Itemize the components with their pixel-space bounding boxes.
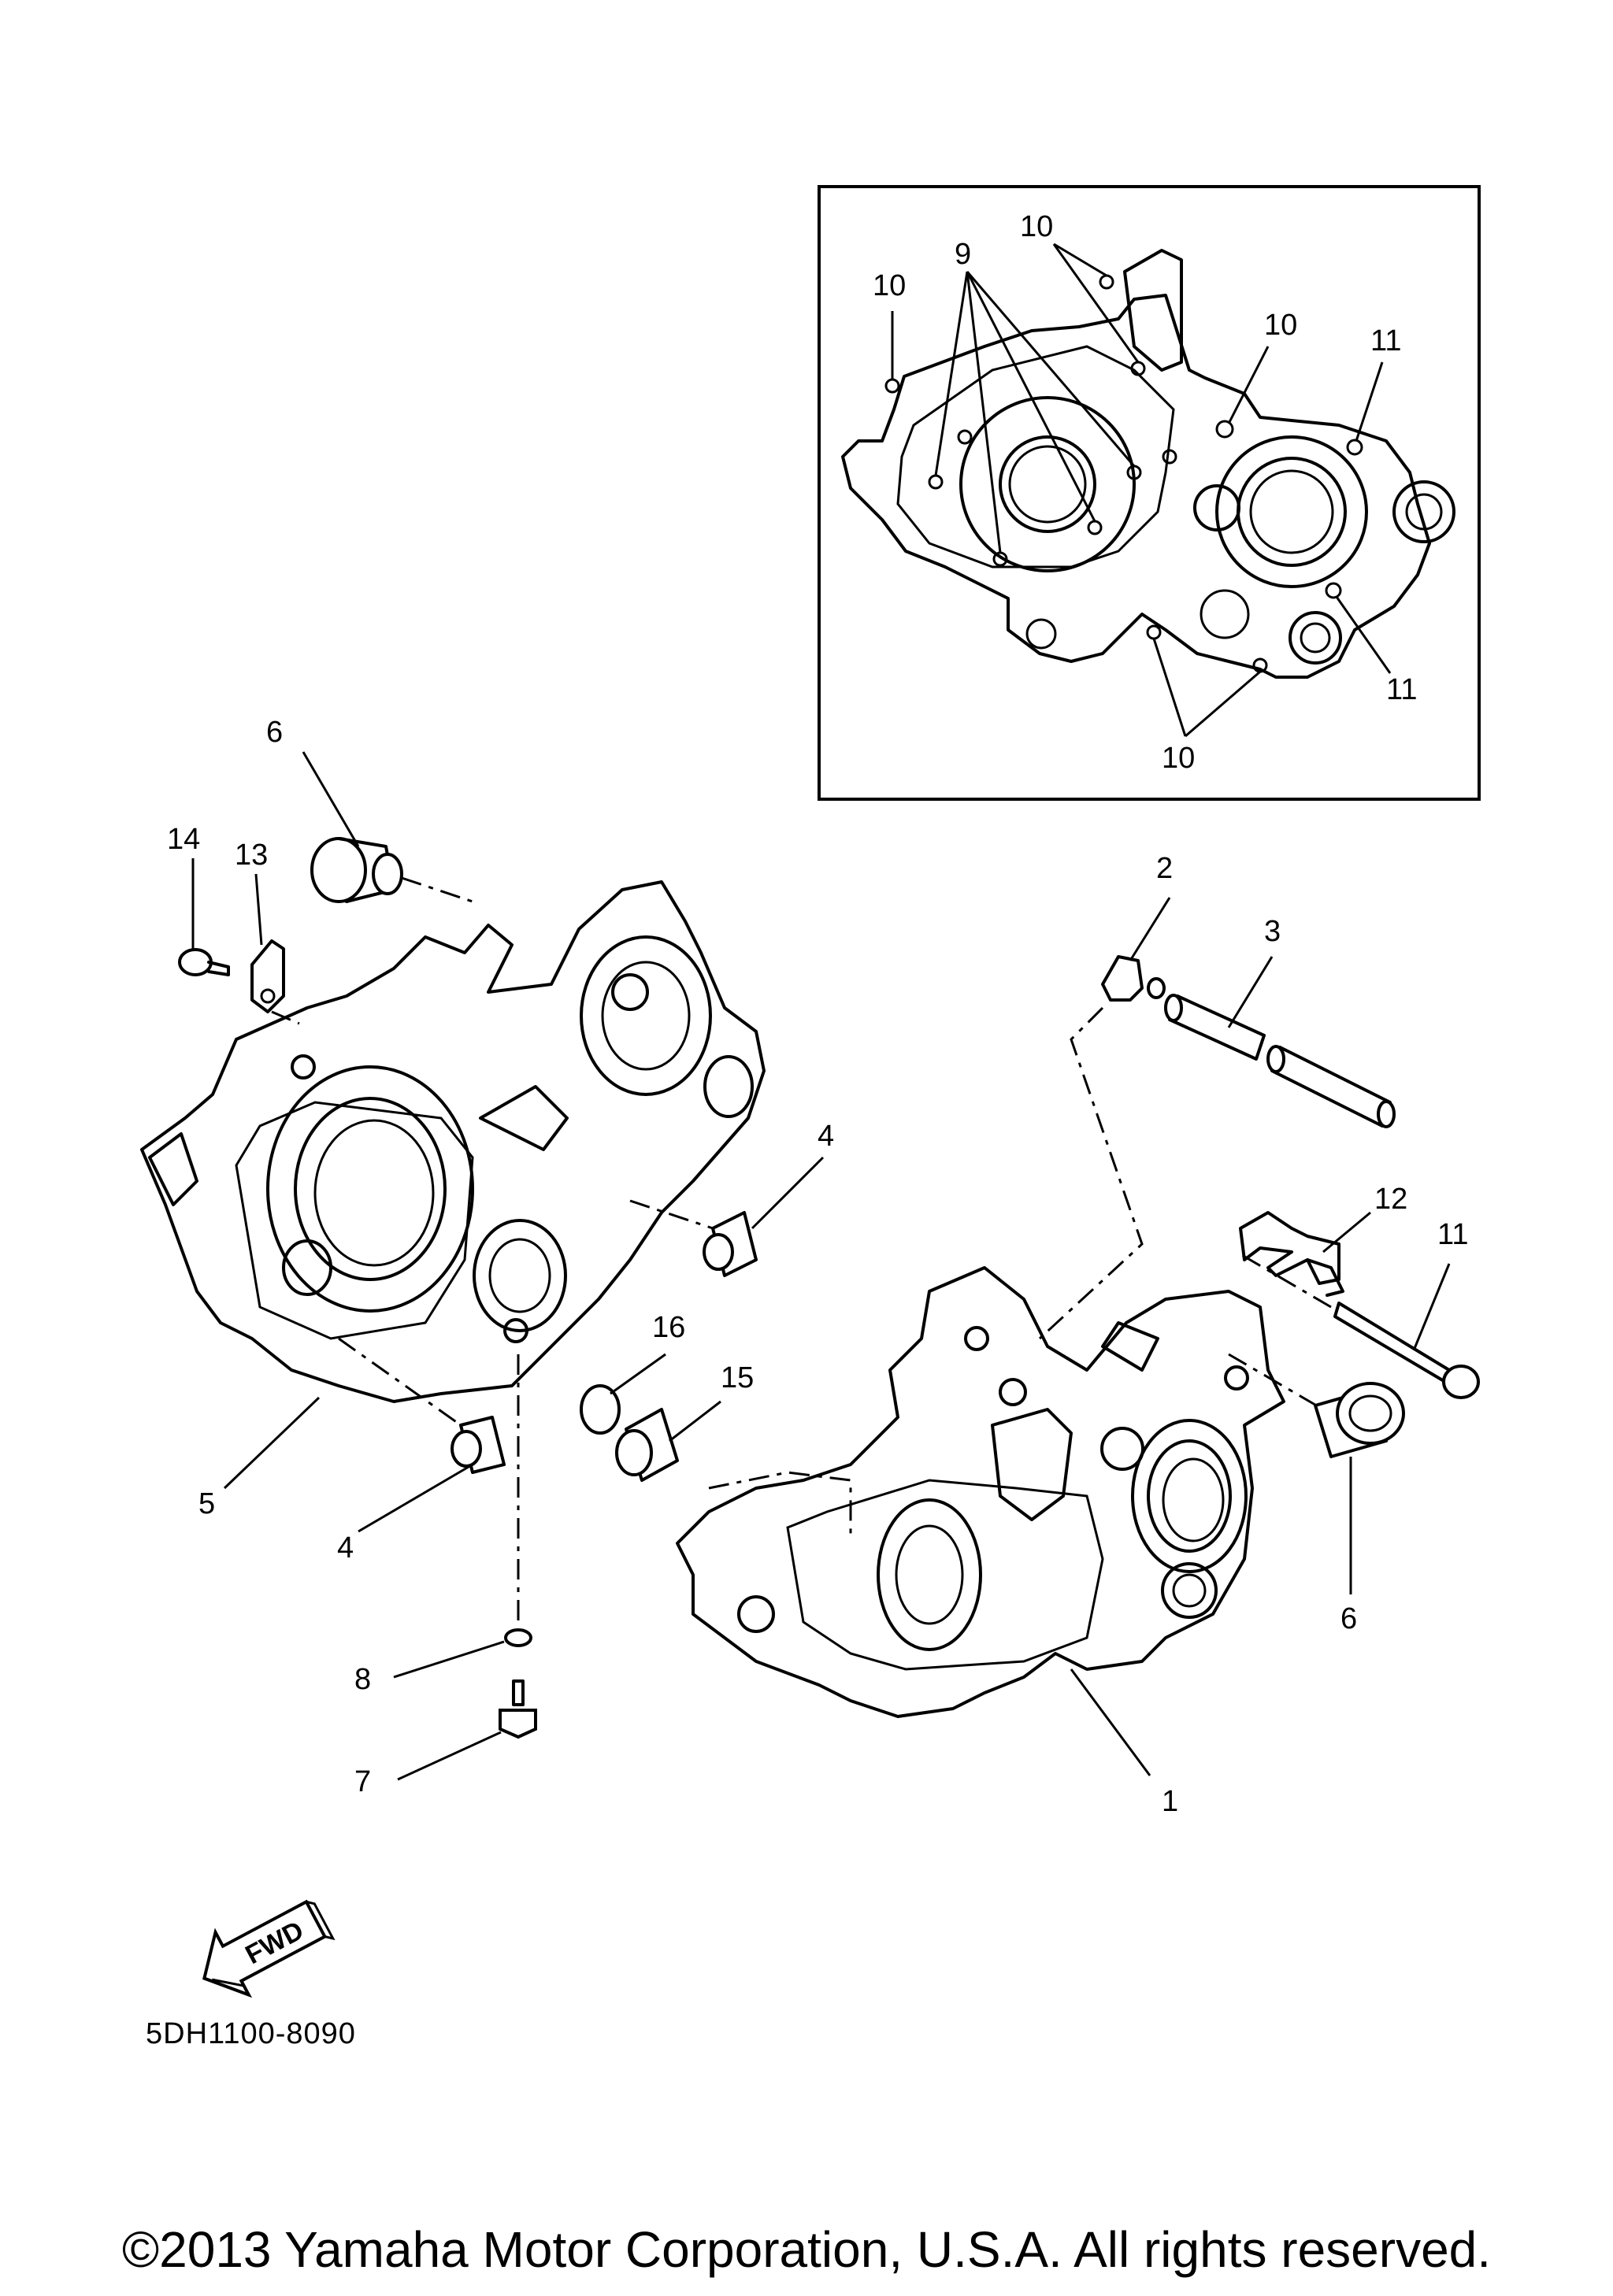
- inset-callout-label: 11: [1386, 673, 1417, 706]
- callout-label: 6: [1340, 1602, 1357, 1635]
- inset-callout-label: 10: [1020, 210, 1053, 243]
- callout-label: 14: [167, 823, 200, 856]
- inset-callout-label: 11: [1370, 324, 1401, 357]
- left-crankcase-half: [140, 880, 766, 1403]
- part-3-hose: [1164, 994, 1396, 1128]
- part-4-dowel-lower: [338, 1337, 506, 1474]
- fwd-arrow-icon: FWD: [202, 1899, 336, 1998]
- main-callouts: 6 14 13 2 3 4 12 11 16 15 5 4 6 8 7 1: [167, 716, 1468, 1818]
- inset-callouts: 10 9 10 10 11 11 10: [873, 210, 1417, 775]
- callout-label: 3: [1264, 915, 1281, 948]
- part-11-bolt: [1236, 1250, 1480, 1399]
- callout-label: 15: [721, 1361, 754, 1394]
- part-7-drain-bolt: [499, 1679, 537, 1739]
- callout-label: 7: [354, 1765, 371, 1798]
- part-6-bushing-right: [1228, 1353, 1405, 1458]
- callout-label: 11: [1437, 1218, 1468, 1251]
- inset-bolt-holes: [884, 274, 1363, 673]
- copyright-notice: ©2013 Yamaha Motor Corporation, U.S.A. A…: [121, 2221, 1492, 2278]
- part-4-dowel-upper: [629, 1199, 758, 1277]
- part-13-clamp: [250, 939, 300, 1025]
- part-14-bolt: [178, 948, 230, 976]
- callout-label: 6: [266, 716, 283, 749]
- callout-label: 2: [1156, 852, 1173, 885]
- part-2-elbow: [1038, 955, 1166, 1340]
- part-16-o-ring: [580, 1384, 621, 1435]
- right-crankcase-half: [676, 1266, 1285, 1718]
- inset-leaders: [891, 243, 1392, 738]
- part-15-collar: [615, 1408, 679, 1482]
- part-12-bracket: [1239, 1211, 1344, 1297]
- callout-label: 8: [354, 1663, 371, 1696]
- callout-label: 5: [198, 1487, 215, 1520]
- inset-panel: [818, 185, 1481, 801]
- inset-callout-label: 10: [873, 269, 906, 302]
- inset-crankcase-outline: [841, 294, 1431, 679]
- callout-label: 4: [337, 1531, 354, 1565]
- callout-label: 13: [235, 839, 268, 872]
- inset-callout-label: 9: [955, 238, 971, 271]
- part-8-washer: [504, 1354, 532, 1647]
- inset-callout-label: 10: [1264, 309, 1297, 342]
- part-6-bushing-left: [310, 837, 473, 903]
- callout-label: 16: [652, 1311, 685, 1344]
- callout-label: 1: [1162, 1785, 1178, 1818]
- callout-label: 4: [818, 1120, 834, 1153]
- main-leaders: [191, 751, 1451, 1781]
- callout-label: 12: [1374, 1183, 1407, 1216]
- part-code: 5DH1100-8090: [146, 2017, 356, 2050]
- inset-callout-label: 10: [1162, 742, 1195, 775]
